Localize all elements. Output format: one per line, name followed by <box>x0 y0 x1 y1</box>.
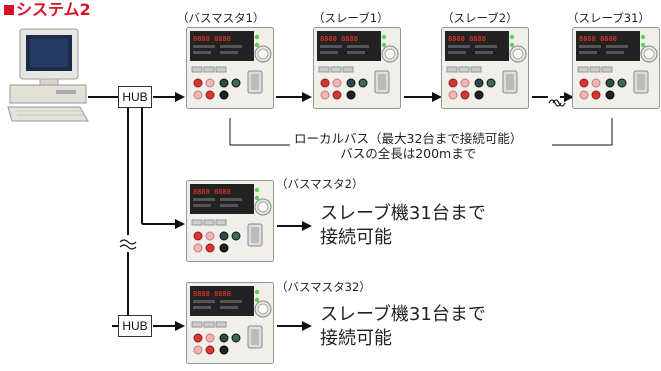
label-slave2: （スレーブ2） <box>442 11 518 25</box>
slave-note-1: スレーブ機31台まで 接続可能 <box>320 202 486 250</box>
label-master1: （バスマスタ1） <box>177 11 265 25</box>
power-supply-icon: 8888 8888 <box>313 27 401 109</box>
label-slave31: （スレーブ31） <box>567 11 650 25</box>
slave-note-2-line2: 接続可能 <box>320 328 392 349</box>
power-supply-icon: 8888 8888 <box>186 282 274 364</box>
power-supply-icon: 8888 8888 <box>186 27 274 109</box>
title-text: システム2 <box>16 0 91 19</box>
slave-note-1-line2: 接続可能 <box>320 227 392 248</box>
power-supply-icon: 8888 8888 <box>441 27 529 109</box>
psu-slave1: 8888 8888 <box>313 27 401 109</box>
hub-label-2: HUB <box>122 319 148 333</box>
hub-box-1: HUB <box>118 86 152 108</box>
bus-note: ローカルバス（最大32台まで接続可能） バスの全長は200mまで <box>294 131 522 161</box>
psu-master32: 8888 8888 <box>186 282 274 364</box>
slave-note-2: スレーブ機31台まで 接続可能 <box>320 303 486 351</box>
slave-note-1-line1: スレーブ機31台まで <box>320 203 486 224</box>
slave-note-2-line1: スレーブ機31台まで <box>320 304 486 325</box>
svg-text:8888 8888: 8888 8888 <box>320 35 358 43</box>
svg-text:8888 8888: 8888 8888 <box>193 35 231 43</box>
bus-note-line2: バスの全長は200mまで <box>340 146 477 161</box>
svg-text:8888 8888: 8888 8888 <box>448 35 486 43</box>
computer-icon <box>7 28 89 122</box>
psu-master1: 8888 8888 <box>186 27 274 109</box>
psu-master2: 8888 8888 <box>186 180 274 262</box>
power-supply-icon: 8888 8888 <box>572 27 660 109</box>
title-square-icon <box>4 5 14 15</box>
label-master32: （バスマスタ32） <box>276 280 371 294</box>
diagram-title: システム2 <box>4 1 91 19</box>
hub-box-2: HUB <box>118 315 152 337</box>
label-slave1: （スレーブ1） <box>313 11 389 25</box>
svg-text:8888 8888: 8888 8888 <box>579 35 617 43</box>
svg-text:8888 8888: 8888 8888 <box>193 290 231 298</box>
svg-text:8888 8888: 8888 8888 <box>193 188 231 196</box>
psu-slave2: 8888 8888 <box>441 27 529 109</box>
label-master2: （バスマスタ2） <box>276 177 364 191</box>
power-supply-icon: 8888 8888 <box>186 180 274 262</box>
hub-label-1: HUB <box>122 90 148 104</box>
psu-slave31: 8888 8888 <box>572 27 660 109</box>
bus-note-line1: ローカルバス（最大32台まで接続可能） <box>294 131 523 146</box>
